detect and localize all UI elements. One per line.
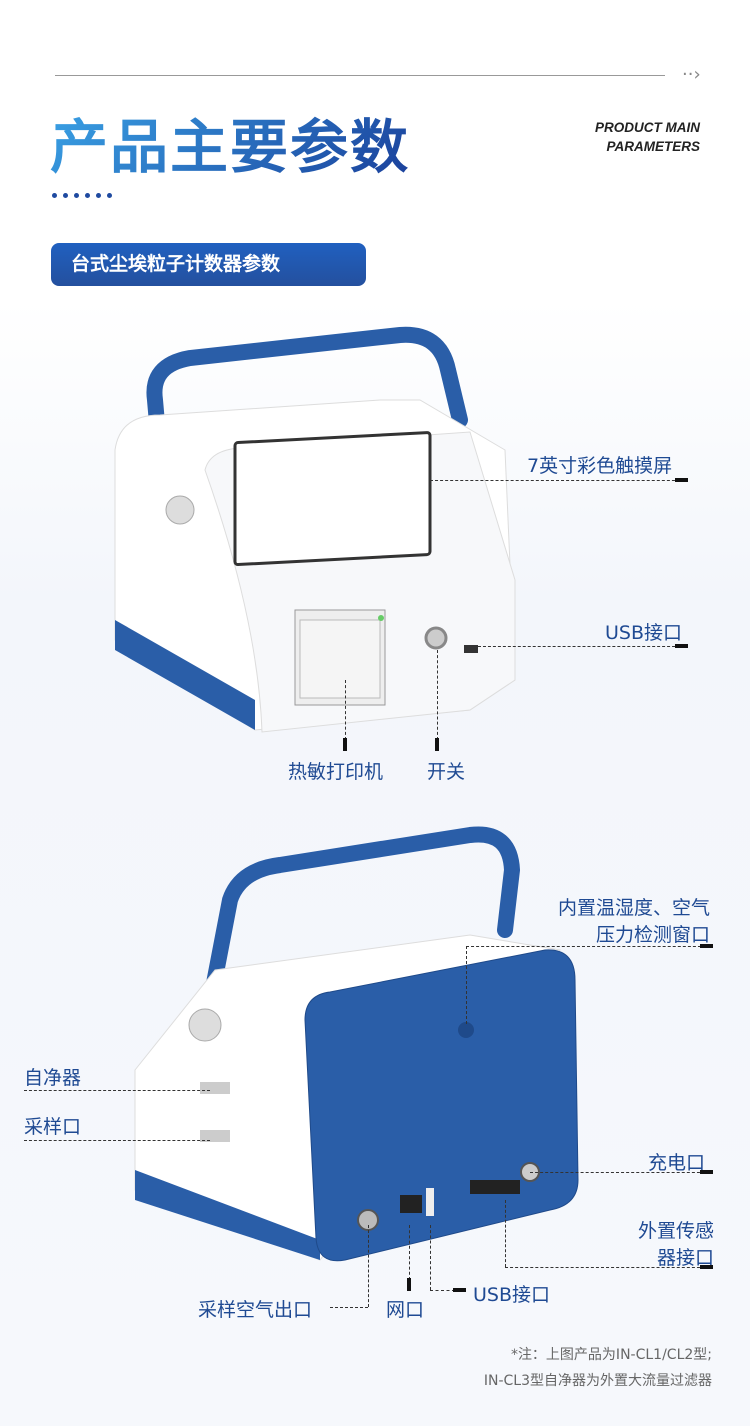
label-printer: 热敏打印机	[288, 761, 384, 783]
leader-end	[700, 1170, 713, 1174]
front-device-image	[114, 326, 516, 733]
label-ext-sensor: 外置传感器接口	[637, 1220, 714, 1269]
leader-end	[343, 738, 347, 751]
rear-device-image	[134, 826, 579, 1262]
label-touchscreen: 7英寸彩色触摸屏	[527, 455, 673, 477]
leader-line	[505, 1267, 705, 1268]
leader-end	[675, 478, 688, 482]
leader-end	[435, 738, 439, 751]
leader-line	[530, 1172, 705, 1173]
leader-line	[437, 650, 438, 740]
leader-line	[330, 1307, 368, 1308]
leader-line	[368, 1225, 369, 1307]
section-badge: 台式尘埃粒子计数器参数	[51, 243, 366, 286]
label-network-port: 网口	[386, 1299, 425, 1321]
leader-end	[453, 1288, 466, 1292]
leader-line	[478, 646, 685, 647]
label-air-outlet: 采样空气出口	[198, 1299, 313, 1321]
chevron-right-icon: ··›	[682, 64, 701, 85]
leader-line	[430, 1225, 431, 1290]
label-usb-front: USB接口	[605, 622, 683, 644]
label-switch: 开关	[427, 761, 466, 783]
label-charging-port: 充电口	[648, 1152, 706, 1174]
header-divider	[55, 75, 665, 76]
leader-end	[407, 1278, 411, 1291]
label-sensor-window: 内置温湿度、空气压力检测窗口	[557, 897, 710, 946]
leader-line	[24, 1090, 210, 1091]
leader-end	[700, 944, 713, 948]
decorative-dots	[52, 193, 112, 198]
leader-line	[430, 480, 685, 481]
leader-end	[675, 644, 688, 648]
leader-line	[24, 1140, 210, 1141]
leader-line	[466, 946, 706, 947]
page-title: 产品主要参数	[50, 100, 410, 184]
label-sampling-port: 采样口	[24, 1116, 82, 1138]
leader-line	[505, 1200, 506, 1267]
leader-line	[409, 1225, 410, 1280]
leader-line	[466, 946, 467, 1024]
label-purifier: 自净器	[24, 1067, 82, 1089]
footnote: *注：上图产品为IN-CL1/CL2型;IN-CL3型自净器为外置大流量过滤器	[483, 1347, 712, 1389]
leader-end	[700, 1265, 713, 1269]
leader-line	[345, 680, 346, 740]
leader-line	[430, 1290, 455, 1291]
label-usb-rear: USB接口	[473, 1284, 551, 1306]
